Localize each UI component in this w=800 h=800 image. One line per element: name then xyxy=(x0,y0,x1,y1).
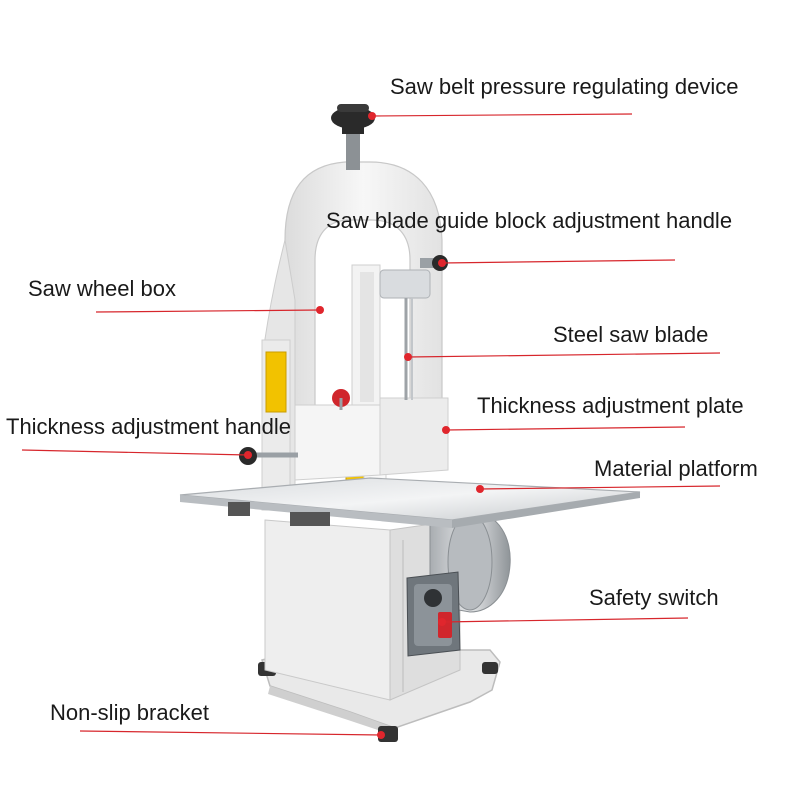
label-safety-switch: Safety switch xyxy=(589,585,719,610)
dot-thickhand xyxy=(244,451,252,459)
dot-platform xyxy=(476,485,484,493)
label-guide-handle: Saw blade guide block adjustment handle xyxy=(326,208,733,233)
leader-lines xyxy=(21,113,721,736)
dot-blade xyxy=(404,353,412,361)
label-saw-blade: Steel saw blade xyxy=(553,322,709,347)
dot-plate xyxy=(442,426,450,434)
dot-bracket xyxy=(377,731,385,739)
leader-wheelbox xyxy=(95,309,321,313)
leader-thickhand xyxy=(21,449,249,456)
dot-switch xyxy=(438,618,446,626)
leader-guide xyxy=(441,259,676,264)
label-thickness-handle: Thickness adjustment handle xyxy=(6,414,291,439)
label-pressure-device: Saw belt pressure regulating device xyxy=(390,74,739,99)
dot-wheelbox xyxy=(316,306,324,314)
label-wheel-box: Saw wheel box xyxy=(28,276,176,301)
leader-plate xyxy=(445,426,686,431)
label-non-slip-bracket: Non-slip bracket xyxy=(50,700,209,725)
leader-platform xyxy=(479,485,721,490)
label-thickness-plate: Thickness adjustment plate xyxy=(477,393,744,418)
leader-pressure xyxy=(371,113,633,117)
leader-blade xyxy=(407,352,721,358)
pressure-knob xyxy=(331,104,375,170)
dot-guide xyxy=(438,259,446,267)
dot-pressure xyxy=(368,112,376,120)
safety-switch-box xyxy=(406,571,461,657)
thickness-plate xyxy=(294,397,449,481)
leader-switch xyxy=(441,617,689,623)
material-platform xyxy=(179,477,641,528)
label-material-platform: Material platform xyxy=(594,456,758,481)
leader-bracket xyxy=(79,730,382,736)
blade-guard xyxy=(351,264,431,406)
marker-dots xyxy=(244,112,484,739)
